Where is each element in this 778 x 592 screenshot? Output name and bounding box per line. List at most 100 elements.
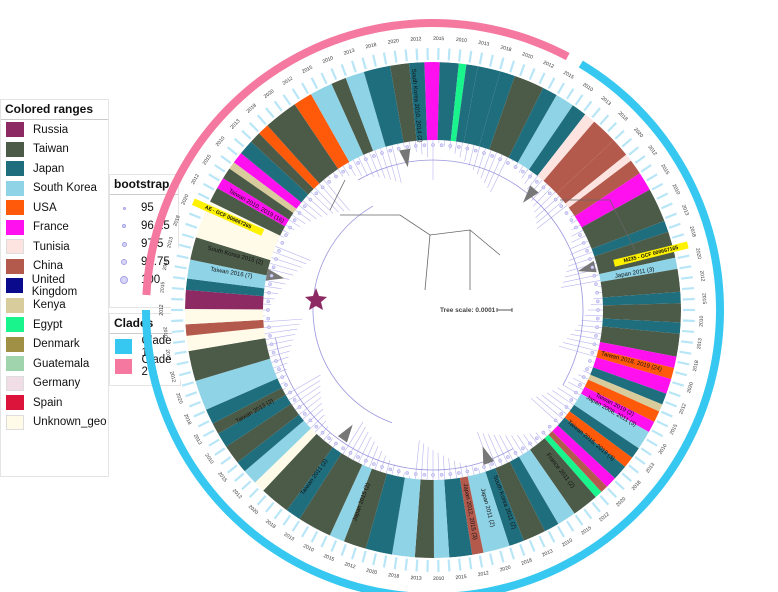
year-label: 2012 [168, 371, 177, 383]
range-wedge [564, 411, 633, 467]
bootstrap-node [341, 446, 345, 451]
tree-branch [409, 141, 411, 150]
tip-marker [282, 514, 292, 526]
bootstrap-node [364, 458, 368, 463]
tree-branch [570, 214, 575, 218]
tip-marker [547, 531, 556, 543]
tip-marker [557, 525, 565, 538]
year-label: 2012 [190, 173, 201, 186]
tip-marker [557, 82, 565, 95]
range-wedge [600, 268, 681, 298]
range-wedge [437, 62, 459, 141]
tip-marker [310, 77, 319, 89]
tree-branch [369, 152, 380, 178]
tip-marker [176, 360, 189, 366]
tree-branch [310, 414, 325, 429]
tree-branch [570, 246, 591, 255]
range-wedge [258, 125, 320, 189]
tip-marker [566, 520, 575, 532]
range-wedge [186, 327, 266, 352]
tip-marker [528, 540, 536, 552]
year-label: 2015 [659, 163, 670, 176]
range-wedge [267, 104, 339, 184]
bootstrap-node [581, 241, 586, 245]
tip-marker [656, 420, 669, 428]
range-wedge [365, 473, 405, 555]
bootstrap-node [274, 257, 278, 261]
tree-branch [265, 334, 296, 340]
year-label: 2018 [246, 103, 258, 115]
year-label: 2012 [231, 488, 243, 500]
highlight-bg [613, 241, 689, 267]
tip-marker [628, 464, 640, 474]
range-wedge [591, 220, 669, 257]
legend-label: Russia [33, 123, 69, 136]
bootstrap-node [448, 144, 453, 148]
legend-swatch [6, 278, 23, 294]
tree-branch [380, 455, 387, 472]
tip-marker [291, 520, 300, 532]
range-wedge [509, 456, 559, 532]
tip-marker [188, 401, 201, 408]
tree-branch [314, 187, 339, 213]
legend-item-germany: Germany [1, 374, 108, 394]
bootstrap-node [528, 441, 532, 446]
tip-marker [241, 480, 252, 491]
bootstrap-node [284, 233, 288, 237]
legend-label: Taiwan [33, 143, 69, 156]
legend-swatch [6, 395, 24, 411]
bootstrap-node [388, 467, 393, 472]
range-wedge [528, 105, 586, 176]
range-wedge [240, 141, 309, 203]
bootstrap-node [274, 359, 278, 363]
star-marker [305, 288, 327, 310]
bootstrap-node [302, 204, 307, 209]
legend-item-tunisia: Tunisia [1, 237, 108, 257]
tree-branch [264, 286, 282, 290]
bootstrap-node [578, 233, 582, 237]
tree-branch [280, 235, 284, 238]
bootstrap-node [574, 225, 578, 230]
bootstrap-node [268, 282, 272, 287]
legend-item-united-kingdom: United Kingdom [1, 274, 108, 298]
tree-branch [569, 251, 593, 261]
tree-branch [288, 380, 321, 401]
legend-swatch [6, 219, 24, 235]
tree-branch [426, 140, 428, 158]
legend-swatch [6, 317, 24, 333]
tip-marker [248, 487, 259, 498]
range-wedge [602, 291, 681, 306]
year-label: 2015 [322, 553, 335, 563]
bootstrap-node [288, 225, 292, 230]
range-wedge [229, 162, 297, 213]
tip-marker [538, 72, 546, 85]
tip-marker [320, 72, 328, 85]
tree-branch [571, 235, 586, 243]
tip-marker [591, 501, 601, 513]
tree-branch [454, 141, 457, 154]
tree-scale: Tree scale: 0.0001 [440, 307, 513, 314]
colored-ranges-title: Colored ranges [1, 100, 108, 120]
bootstrap-node [413, 472, 418, 476]
tree-branch [352, 159, 362, 176]
tip-marker [528, 68, 536, 80]
tree-branch [302, 402, 323, 420]
tip-marker [301, 525, 309, 538]
tip-marker [674, 371, 688, 377]
year-label: 2020 [521, 51, 534, 61]
legend-item-guatemala: Guatemala [1, 354, 108, 374]
tree-branch [517, 435, 529, 452]
tip-marker [519, 64, 526, 77]
tree-branch [584, 315, 603, 317]
tree-branch [271, 356, 289, 363]
legend-swatch [6, 375, 24, 391]
year-label: 2020 [247, 504, 259, 516]
tip-marker [197, 192, 210, 200]
legend-label: Denmark [33, 338, 80, 351]
range-wedge [455, 64, 478, 143]
range-wedge [414, 479, 434, 558]
tree-branch [459, 462, 463, 478]
bootstrap-node [292, 218, 297, 222]
bootstrap-dot [122, 206, 126, 210]
